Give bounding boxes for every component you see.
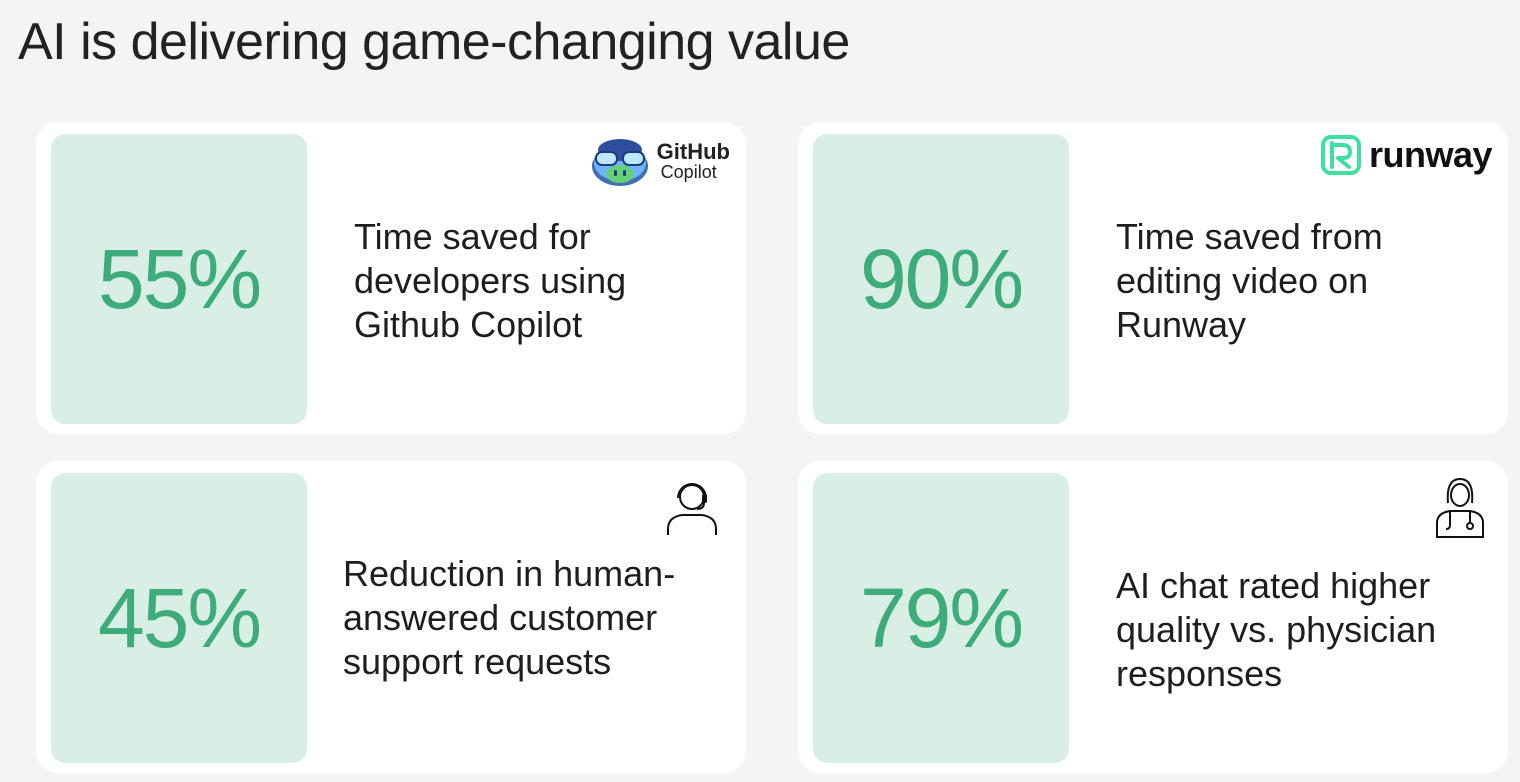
- stat-box: 45%: [51, 473, 307, 763]
- stat-box: 55%: [51, 134, 307, 424]
- stat-description: AI chat rated higher quality vs. physici…: [1116, 565, 1437, 694]
- github-copilot-logo: GitHub Copilot: [589, 136, 730, 188]
- headset-agent-icon: [667, 483, 717, 535]
- stat-description: Time saved for developers using Github C…: [354, 216, 627, 345]
- stat-description: Reduction in human-answered customer sup…: [343, 553, 676, 682]
- physician-icon: [1436, 477, 1484, 538]
- stat-box: 90%: [813, 134, 1069, 424]
- stat-card-runway: 90% Time saved from editing video on Run…: [798, 122, 1508, 434]
- logo-text-top: GitHub: [656, 139, 730, 164]
- stat-value: 90%: [859, 231, 1024, 326]
- stat-value: 79%: [859, 570, 1024, 665]
- stat-card-physician: 79% AI chat rated higher quality vs. phy…: [798, 461, 1508, 773]
- stat-card-customer-support: 45% Reduction in human-answered customer…: [36, 461, 746, 773]
- stat-description: Time saved from editing video on Runway: [1116, 216, 1383, 345]
- stat-value: 45%: [97, 570, 262, 665]
- stat-card-github-copilot: 55% Time saved for developers using Gith…: [36, 122, 746, 434]
- runway-mark-icon: [1320, 135, 1361, 175]
- copilot-icon: [591, 139, 648, 186]
- page-title: AI is delivering game-changing value: [18, 13, 850, 71]
- stat-value: 55%: [97, 231, 262, 326]
- logo-text-bottom: Copilot: [660, 162, 717, 182]
- stat-box: 79%: [813, 473, 1069, 763]
- runway-logo: runway: [1320, 134, 1493, 176]
- runway-logo-text: runway: [1368, 134, 1493, 175]
